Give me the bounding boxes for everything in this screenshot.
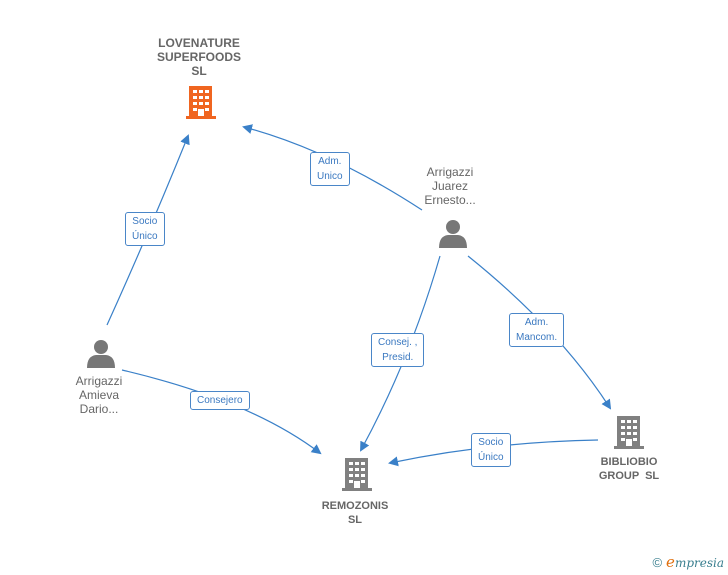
brand-initial: e xyxy=(666,553,675,571)
building-icon xyxy=(342,458,372,491)
copyright-icon: © xyxy=(652,555,663,570)
node-label-arrigazzi-juarez[interactable]: Arrigazzi Juarez Ernesto... xyxy=(424,165,476,207)
node-label-lovenature[interactable]: LOVENATURE SUPERFOODS SL xyxy=(156,36,241,78)
building-icon xyxy=(614,416,644,449)
edge-label-consejero[interactable]: Consejero xyxy=(190,391,250,410)
edge-label-socio-unico-2[interactable]: Socio Único xyxy=(471,433,511,467)
brand-name: mpresia xyxy=(674,556,724,570)
building-icon xyxy=(186,86,216,119)
node-label-bibliobio[interactable]: BIBLIOBIO GROUP SL xyxy=(598,456,660,482)
edge-consejero xyxy=(121,369,322,455)
edge-label-socio-unico-1[interactable]: Socio Único xyxy=(125,212,165,246)
edge-label-adm-mancom[interactable]: Adm. Mancom. xyxy=(509,313,565,347)
node-label-remozonis[interactable]: REMOZONIS SL xyxy=(321,500,389,526)
node-label-arrigazzi-amieva[interactable]: Arrigazzi Amieva Dario... xyxy=(75,374,123,416)
empresia-logo[interactable]: ©empresia xyxy=(652,553,724,571)
person-icon xyxy=(439,220,467,248)
person-icon xyxy=(87,340,115,368)
edge-label-consej-presid[interactable]: Consej. , Presid. xyxy=(371,333,425,367)
edge-label-adm-unico[interactable]: Adm. Unico xyxy=(310,152,350,186)
